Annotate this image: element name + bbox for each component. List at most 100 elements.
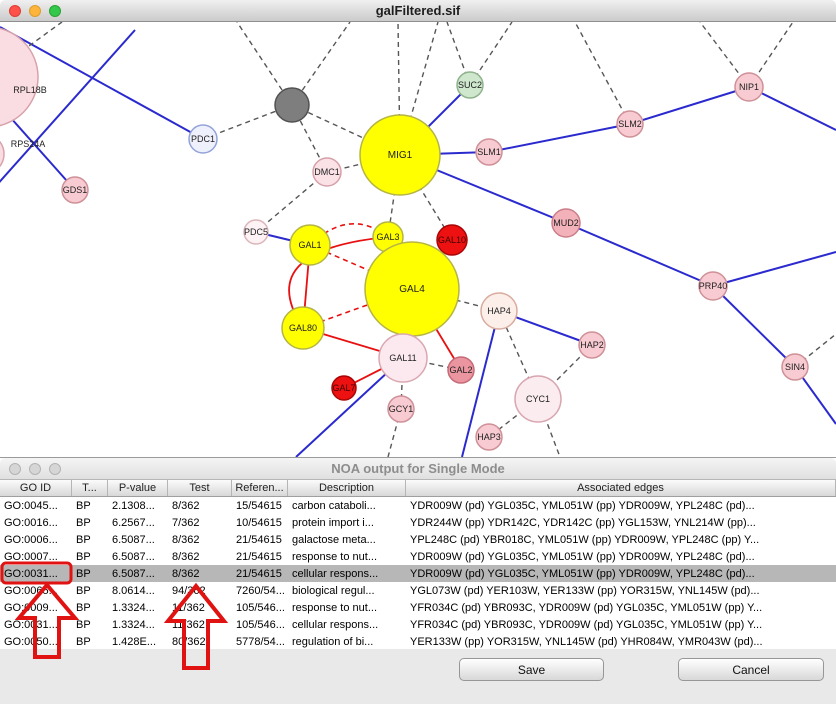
- network-node-gal7[interactable]: [331, 375, 357, 401]
- table-cell[interactable]: 21/54615: [236, 550, 282, 563]
- network-node-gal80[interactable]: [281, 306, 325, 350]
- network-edge[interactable]: [488, 123, 631, 153]
- network-node-pdc1[interactable]: [188, 124, 218, 154]
- table-cell[interactable]: 6.2567...: [112, 516, 155, 529]
- table-cell[interactable]: YER133W (pp) YOR315W, YNL145W (pd) YHR08…: [410, 635, 763, 648]
- table-cell[interactable]: YPL248C (pd) YBR018C, YML051W (pp) YDR00…: [410, 533, 760, 546]
- table-cell[interactable]: response to nut...: [292, 601, 377, 614]
- network-edge[interactable]: [9, 116, 76, 191]
- zoom-button[interactable]: [49, 5, 61, 17]
- table-cell[interactable]: galactose meta...: [292, 533, 376, 546]
- network-node-slm2[interactable]: [616, 110, 644, 138]
- network-edge[interactable]: [399, 154, 453, 241]
- network-node-gray1[interactable]: [274, 87, 310, 123]
- table-cell[interactable]: BP: [76, 499, 91, 512]
- network-edge[interactable]: [236, 22, 293, 106]
- network-node-suc2[interactable]: [456, 71, 484, 99]
- column-header[interactable]: Referen...: [232, 480, 288, 496]
- network-node-gal1[interactable]: [289, 224, 331, 266]
- network-node-gal11[interactable]: [378, 333, 428, 383]
- table-cell[interactable]: BP: [76, 601, 91, 614]
- network-node-hap3[interactable]: [475, 423, 503, 451]
- table-cell[interactable]: YDR009W (pd) YGL035C, YML051W (pp) YDR00…: [410, 550, 755, 563]
- table-cell[interactable]: 10/54615: [236, 516, 282, 529]
- table-cell[interactable]: 2.1308...: [112, 499, 155, 512]
- table-cell[interactable]: biological regul...: [292, 584, 375, 597]
- cancel-button[interactable]: Cancel: [678, 658, 824, 681]
- table-cell[interactable]: cellular respons...: [292, 618, 379, 631]
- network-edge[interactable]: [0, 29, 136, 187]
- table-cell[interactable]: 21/54615: [236, 533, 282, 546]
- column-header[interactable]: T...: [72, 480, 108, 496]
- table-cell[interactable]: YFR034C (pd) YBR093C, YDR009W (pd) YGL03…: [410, 618, 763, 631]
- close-button[interactable]: [9, 5, 21, 17]
- table-cell[interactable]: GO:0065...: [4, 584, 58, 597]
- table-cell[interactable]: BP: [76, 635, 91, 648]
- network-node-mud2[interactable]: [551, 208, 581, 238]
- table-cell[interactable]: 7260/54...: [236, 584, 285, 597]
- table-cell[interactable]: GO:0009...: [4, 601, 58, 614]
- table-cell[interactable]: GO:0031...: [4, 618, 58, 631]
- table-cell[interactable]: YDR244W (pp) YDR142C, YDR142C (pp) YGL15…: [410, 516, 756, 529]
- table-cell[interactable]: 1.428E...: [112, 635, 157, 648]
- close-button[interactable]: [9, 463, 21, 475]
- network-node-sin4[interactable]: [781, 353, 809, 381]
- table-cell[interactable]: GO:0045...: [4, 499, 58, 512]
- column-header[interactable]: Associated edges: [406, 480, 836, 496]
- network-edge[interactable]: [498, 310, 539, 400]
- network-node-nip1[interactable]: [734, 72, 764, 102]
- table-cell[interactable]: 1.3324...: [112, 601, 155, 614]
- table-cell[interactable]: cellular respons...: [292, 567, 379, 580]
- network-node-slm1[interactable]: [475, 138, 503, 166]
- network-node-gds1[interactable]: [61, 176, 89, 204]
- network-edge[interactable]: [574, 22, 631, 125]
- minimize-button[interactable]: [29, 5, 41, 17]
- table-cell[interactable]: 6.5087...: [112, 533, 155, 546]
- table-cell[interactable]: 11/362: [172, 601, 205, 614]
- column-header[interactable]: Test: [168, 480, 232, 496]
- network-node-gcy1[interactable]: [387, 395, 415, 423]
- table-cell[interactable]: YDR009W (pd) YGL035C, YML051W (pp) YDR00…: [410, 567, 755, 580]
- table-cell[interactable]: BP: [76, 618, 91, 631]
- table-cell[interactable]: 7/362: [172, 516, 200, 529]
- network-edge[interactable]: [629, 86, 750, 125]
- table-cell[interactable]: GO:0031...: [4, 567, 58, 580]
- network-edge[interactable]: [748, 86, 836, 131]
- table-cell[interactable]: 8/362: [172, 499, 200, 512]
- network-edge[interactable]: [565, 222, 714, 287]
- network-node-pdc5[interactable]: [243, 219, 269, 245]
- noa-window-titlebar[interactable]: NOA output for Single Mode: [0, 458, 836, 480]
- minimize-button[interactable]: [29, 463, 41, 475]
- column-header[interactable]: GO ID: [0, 480, 72, 496]
- network-edge[interactable]: [255, 171, 328, 233]
- table-cell[interactable]: 21/54615: [236, 567, 282, 580]
- network-node-gal10[interactable]: [436, 224, 468, 256]
- network-node-gal2[interactable]: [447, 356, 475, 384]
- table-cell[interactable]: YGL073W (pd) YER103W, YER133W (pp) YOR31…: [410, 584, 760, 597]
- network-edge[interactable]: [712, 285, 796, 368]
- table-cell[interactable]: carbon cataboli...: [292, 499, 376, 512]
- table-cell[interactable]: regulation of bi...: [292, 635, 374, 648]
- table-cell[interactable]: GO:0007...: [4, 550, 58, 563]
- network-node-rpl18b[interactable]: [0, 27, 39, 127]
- table-cell[interactable]: BP: [76, 550, 91, 563]
- table-cell[interactable]: GO:0016...: [4, 516, 58, 529]
- table-cell[interactable]: 6.5087...: [112, 567, 155, 580]
- table-cell[interactable]: BP: [76, 567, 91, 580]
- network-node-cyc1[interactable]: [514, 375, 562, 423]
- table-cell[interactable]: BP: [76, 533, 91, 546]
- column-header[interactable]: P-value: [108, 480, 168, 496]
- network-node-dmc1[interactable]: [312, 157, 342, 187]
- table-cell[interactable]: 1.3324...: [112, 618, 155, 631]
- table-cell[interactable]: 8/362: [172, 550, 200, 563]
- network-edge[interactable]: [712, 251, 836, 287]
- table-cell[interactable]: YDR009W (pd) YGL035C, YML051W (pp) YDR00…: [410, 499, 755, 512]
- table-cell[interactable]: YFR034C (pd) YBR093C, YDR009W (pd) YGL03…: [410, 601, 763, 614]
- save-button[interactable]: Save: [459, 658, 604, 681]
